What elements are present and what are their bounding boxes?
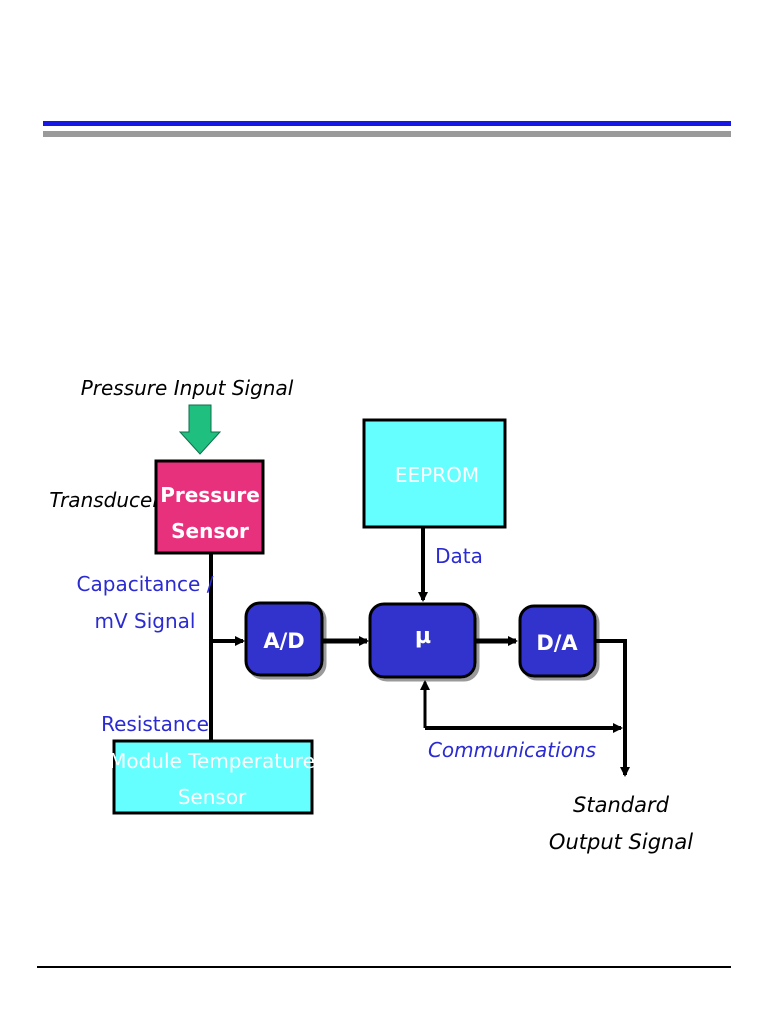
footer-rule: [37, 966, 731, 968]
capacitance-signal-label-line1: Capacitance /: [77, 572, 214, 596]
output-signal-label-line1: Standard: [573, 793, 670, 817]
temperature-sensor-block: [112, 739, 314, 815]
eeprom-label: EEPROM: [395, 463, 479, 487]
da-converter-label: D/A: [536, 631, 578, 655]
transducer-label: Transducer: [49, 488, 162, 512]
temperature-sensor-label-line1: Module Temperature: [109, 749, 315, 773]
microprocessor-label: µ: [415, 624, 431, 649]
pressure-sensor-label-line1: Pressure: [160, 483, 260, 507]
output-signal-label-line2: Output Signal: [549, 830, 693, 854]
data-label: Data: [435, 544, 483, 568]
input-arrow-icon: [178, 404, 222, 455]
capacitance-signal-label-line2: mV Signal: [95, 609, 196, 633]
eeprom-block: [362, 418, 507, 529]
communications-label: Communications: [428, 738, 596, 762]
temperature-sensor-label-line2: Sensor: [178, 785, 247, 809]
header-rule-gray: [43, 131, 731, 137]
ad-converter-label: A/D: [263, 629, 304, 653]
output-signal-arrow: [595, 639, 630, 777]
header-rule-blue: [43, 121, 731, 126]
pressure-input-signal-label: Pressure Input Signal: [81, 376, 294, 400]
pressure-sensor-label-line2: Sensor: [171, 519, 249, 543]
resistance-label: Resistance: [101, 712, 209, 736]
